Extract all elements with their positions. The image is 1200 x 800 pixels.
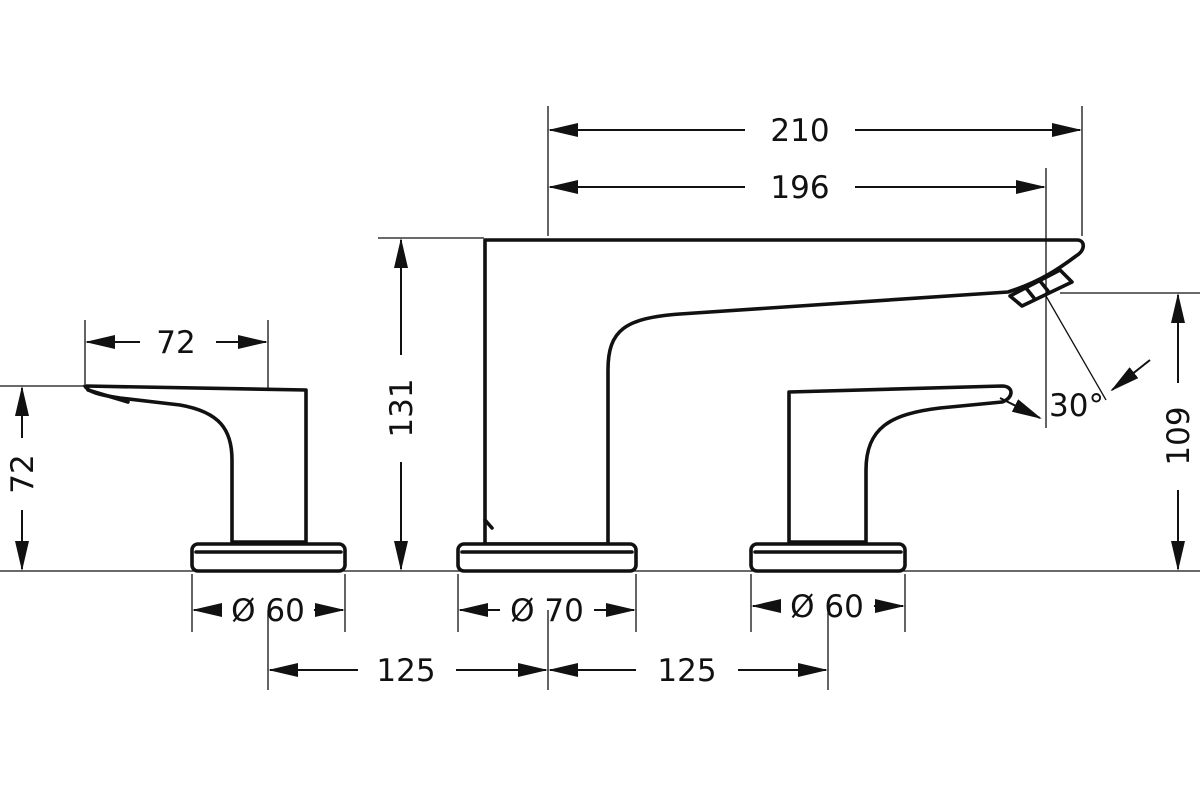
dimension-right-diameter-label: Ø 60	[790, 589, 864, 625]
dimension-angle-30: 30°	[999, 359, 1151, 424]
dimension-right-diameter: Ø 60	[751, 589, 905, 625]
dimension-196: 196	[548, 170, 1046, 206]
dimension-72-horizontal-label: 72	[156, 325, 195, 361]
dimension-left-spacing: 125	[268, 653, 548, 689]
dimension-109-label: 109	[1161, 406, 1197, 465]
dimension-left-spacing-label: 125	[376, 653, 435, 689]
dimension-spout-diameter: Ø 70	[458, 593, 636, 629]
dimension-109: 109	[1161, 293, 1197, 571]
dimension-131-label: 131	[384, 378, 420, 437]
dimension-left-diameter: Ø 60	[192, 593, 345, 629]
dimension-72-vertical-label: 72	[5, 454, 41, 493]
dimension-angle-30-label: 30°	[1049, 388, 1104, 424]
dimension-196-label: 196	[770, 170, 829, 206]
dimension-72-vertical: 72	[5, 386, 41, 571]
dimension-right-spacing: 125	[548, 653, 828, 689]
left-base-plate	[190, 542, 347, 573]
extension-lines	[0, 106, 1200, 690]
right-base-plate	[749, 542, 907, 573]
dimension-210: 210	[548, 113, 1082, 149]
spout-aerator	[1008, 268, 1074, 308]
dimension-131: 131	[384, 238, 420, 571]
dimension-210-label: 210	[770, 113, 829, 149]
dimension-72-horizontal: 72	[85, 325, 268, 361]
right-handle	[787, 384, 1013, 544]
dimension-spout-diameter-label: Ø 70	[510, 593, 584, 629]
dimension-left-diameter-label: Ø 60	[231, 593, 305, 629]
spout-base-plate	[456, 542, 638, 573]
dimension-right-spacing-label: 125	[657, 653, 716, 689]
spout-body	[483, 238, 1086, 546]
left-handle	[83, 384, 308, 544]
